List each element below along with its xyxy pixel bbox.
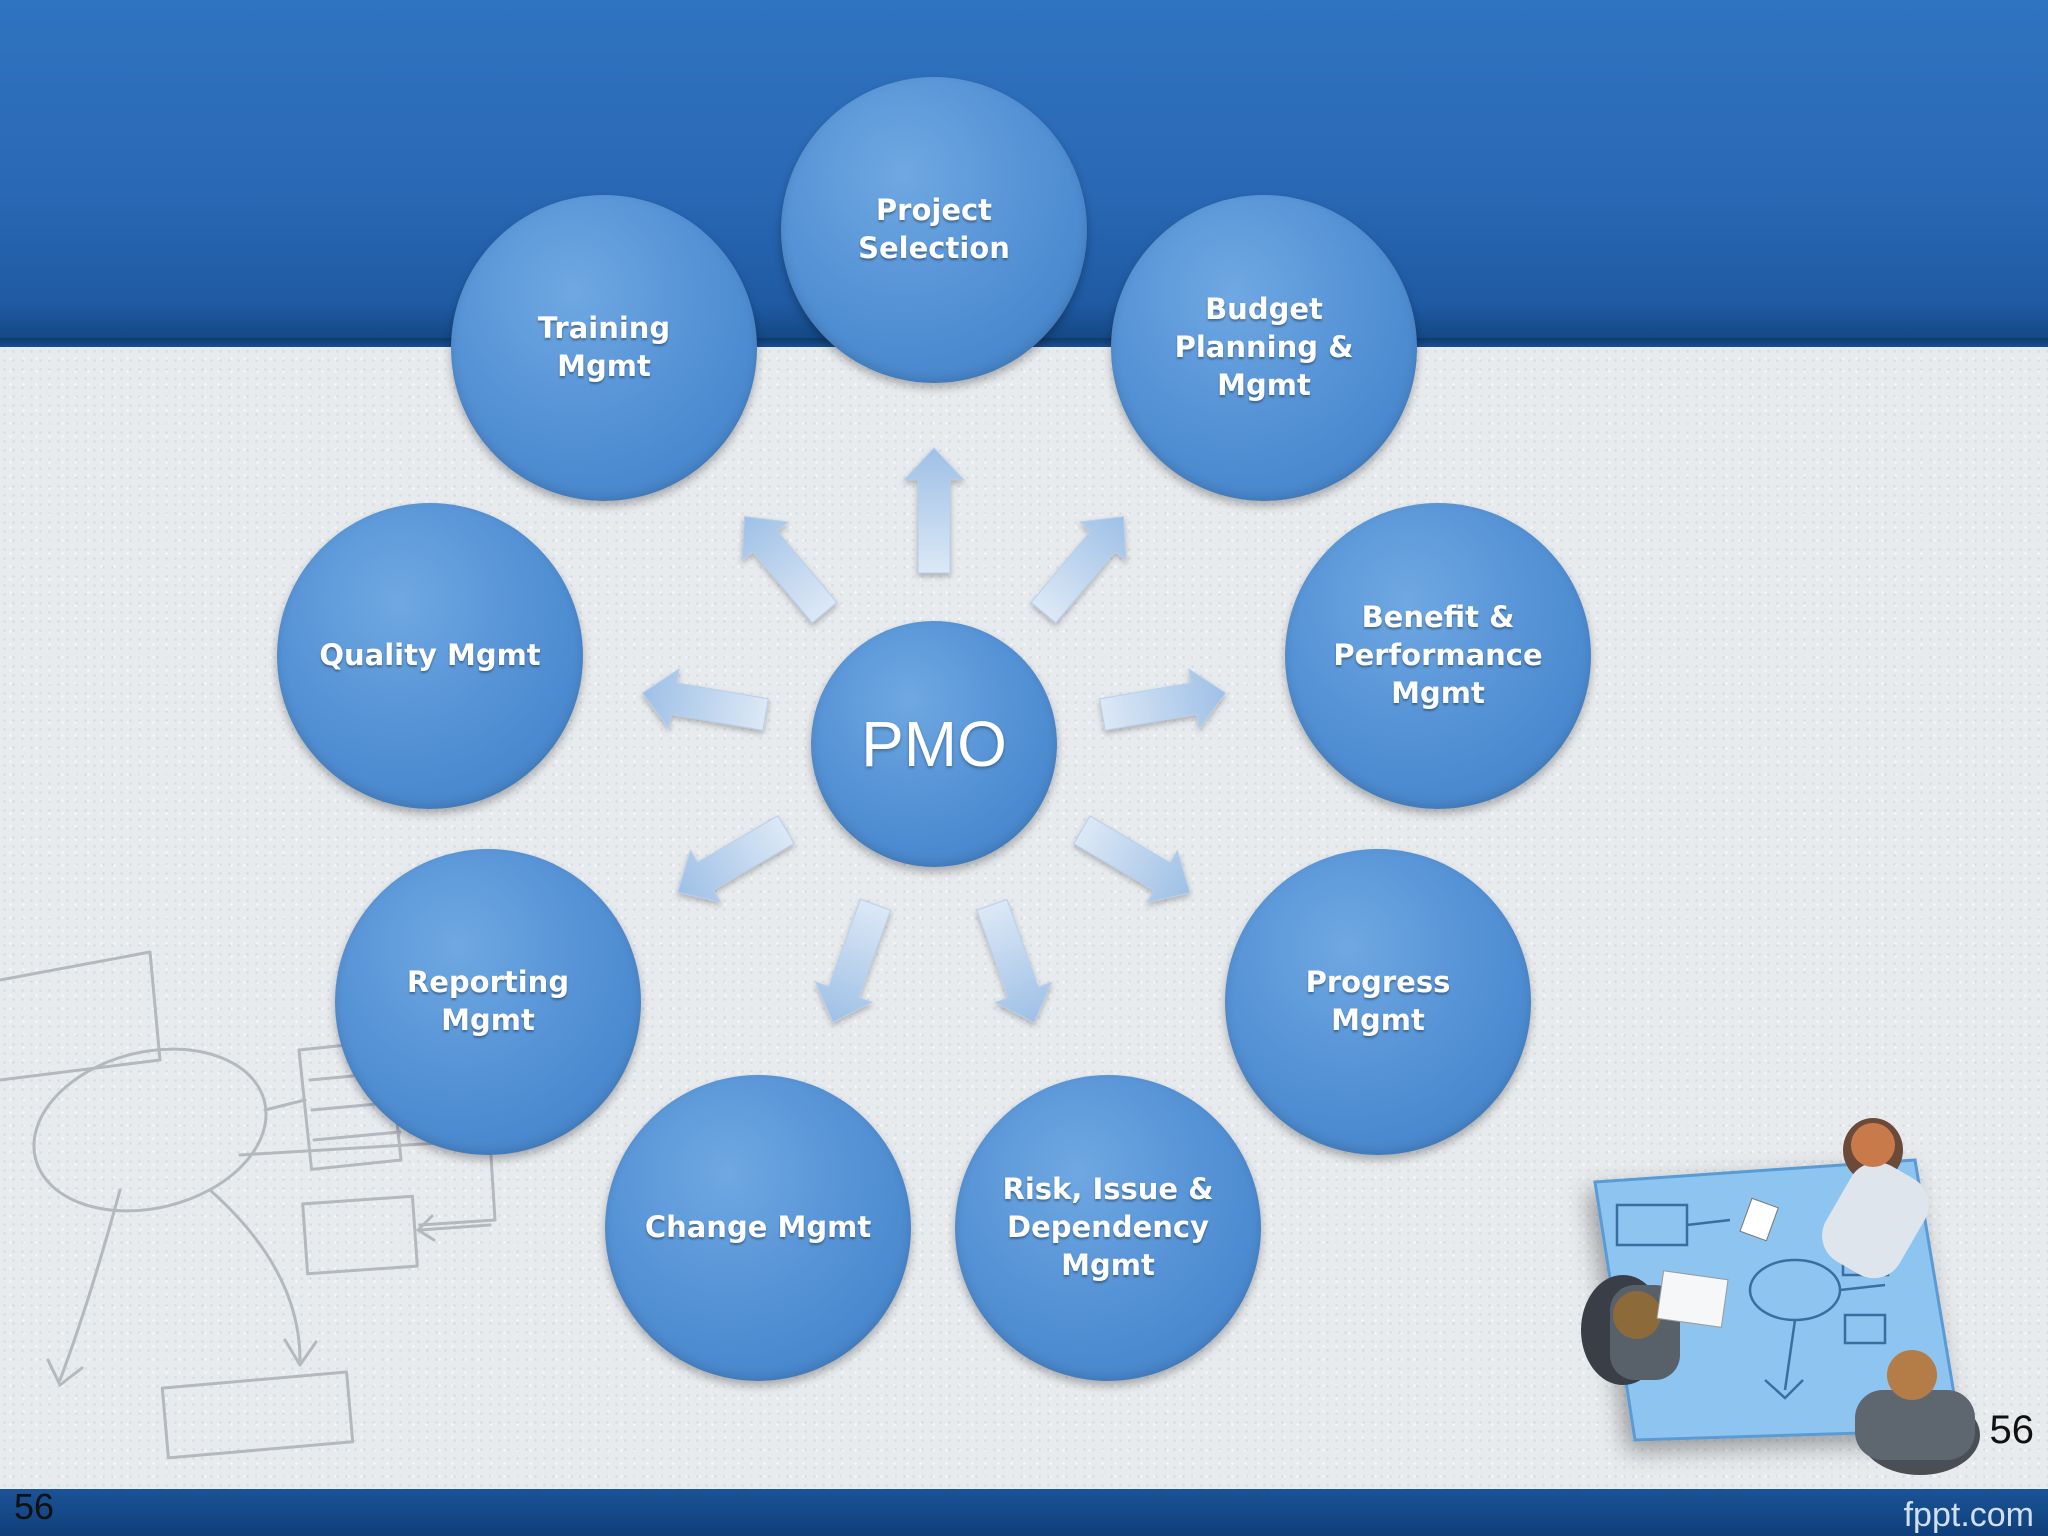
node-reporting: Reporting Mgmt <box>335 849 641 1155</box>
node-label: Project Selection <box>858 193 1010 265</box>
arrow-to-risk-issue-dependency <box>976 898 1053 1024</box>
node-change: Change Mgmt <box>605 1075 911 1381</box>
node-label: Quality Mgmt <box>319 638 541 673</box>
arrow-to-benefit-performance <box>1099 667 1227 731</box>
node-risk-issue-dependency: Risk, Issue & Dependency Mgmt <box>955 1075 1261 1381</box>
page-number-footer: 56 <box>14 1486 55 1527</box>
team-meeting-illustration <box>1581 1118 1980 1475</box>
node-quality: Quality Mgmt <box>277 503 583 809</box>
node-label: Budget Planning & Mgmt <box>1174 292 1354 402</box>
node-project-selection: Project Selection <box>781 77 1087 383</box>
node-label: Training Mgmt <box>537 311 671 383</box>
node-benefit-performance: Benefit & Performance Mgmt <box>1285 503 1591 809</box>
node-budget-planning: Budget Planning & Mgmt <box>1111 195 1417 501</box>
hub-node-pmo: PMO <box>811 621 1057 867</box>
node-label: Benefit & Performance Mgmt <box>1333 600 1543 710</box>
node-progress: Progress Mgmt <box>1225 849 1531 1155</box>
footer-brand: fppt.com <box>1903 1496 2034 1534</box>
arrow-to-project-selection <box>902 447 966 574</box>
node-label: Reporting Mgmt <box>406 965 570 1037</box>
node-training: Training Mgmt <box>451 195 757 501</box>
hub-label: PMO <box>861 708 1007 780</box>
arrow-to-training <box>741 516 838 624</box>
node-label: Change Mgmt <box>644 1210 872 1245</box>
node-label: Risk, Issue & Dependency Mgmt <box>1002 1172 1214 1282</box>
arrow-to-reporting <box>677 815 795 903</box>
page-number-slide: 56 <box>1989 1408 2035 1452</box>
footer-band <box>0 1489 2048 1536</box>
arrow-to-budget-planning <box>1030 516 1127 624</box>
arrow-to-change <box>814 898 892 1023</box>
arrow-to-quality <box>641 667 769 731</box>
arrow-to-progress <box>1073 815 1191 904</box>
node-label: Progress Mgmt <box>1305 965 1451 1037</box>
